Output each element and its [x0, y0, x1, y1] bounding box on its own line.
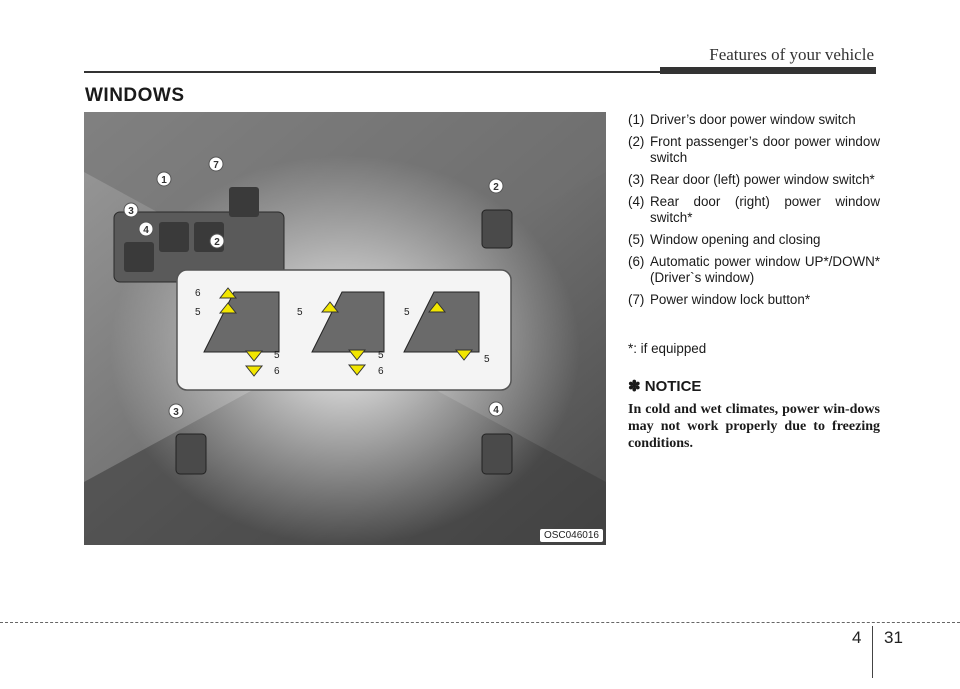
inset-label: 5: [404, 307, 410, 318]
inset-label: 5: [195, 307, 201, 318]
svg-text:3: 3: [173, 407, 179, 418]
inset-label: 5: [297, 307, 303, 318]
list-item: (2) Front passenger’s door power window …: [628, 134, 880, 165]
inset-label: 5: [274, 350, 280, 361]
svg-text:2: 2: [214, 237, 220, 248]
callout-badge: 4: [138, 221, 154, 237]
driver-switch-cluster: [113, 187, 285, 283]
notice-body: In cold and wet climates, power win-dows…: [628, 402, 880, 451]
callout-badge: 3: [168, 403, 184, 419]
inset-label: 6: [274, 366, 280, 377]
notice-title: ✽ NOTICE: [628, 377, 701, 395]
chapter-number: 4: [852, 628, 862, 647]
header-title: Features of your vehicle: [709, 45, 874, 64]
list-item: (3) Rear door (left) power window switch…: [628, 172, 875, 187]
header-rule-accent: [660, 67, 876, 74]
rear-right-switch: [481, 433, 513, 475]
footnote: *: if equipped: [628, 341, 707, 356]
callout-badge: 1: [156, 171, 172, 187]
page-number: 31: [884, 628, 903, 647]
page-divider: [872, 626, 873, 678]
callout-badge: 4: [488, 401, 504, 417]
inset-label: 5: [378, 350, 384, 361]
callout-badge: 7: [208, 156, 224, 172]
window-switch-figure: 1 2 3 4 7 2 3 4 6 5: [84, 112, 606, 545]
svg-text:2: 2: [493, 182, 499, 193]
footer-rule: [0, 622, 960, 623]
callout-badge: 2: [488, 178, 504, 194]
svg-text:1: 1: [161, 175, 167, 186]
svg-text:4: 4: [493, 405, 499, 416]
passenger-switch: [481, 209, 513, 249]
list-item: (6) Automatic power window UP*/DOWN* (Dr…: [628, 254, 880, 285]
switch-operation-inset: 6 5 5 6 5 5 6 5 5: [176, 269, 512, 391]
inset-label: 5: [484, 354, 490, 365]
inset-label: 6: [378, 366, 384, 377]
notice-icon: ✽: [628, 378, 641, 395]
list-item: (5) Window opening and closing: [628, 232, 821, 247]
header-rule: [84, 71, 660, 73]
callout-badge: 2: [209, 233, 225, 249]
notice-label: NOTICE: [644, 378, 702, 395]
section-title: WINDOWS: [85, 85, 185, 106]
inset-label: 6: [195, 288, 201, 299]
list-item: (7) Power window lock button*: [628, 292, 811, 307]
rear-left-switch: [175, 433, 207, 475]
figure-code: OSC046016: [539, 529, 603, 542]
switch-legend-list: (1) Driver’s door power window switch (2…: [628, 112, 880, 314]
door-panels-illustration: 1 2 3 4 7 2 3 4 6 5: [84, 112, 606, 545]
list-item: (1) Driver’s door power window switch: [628, 112, 856, 127]
svg-text:3: 3: [128, 206, 134, 217]
svg-text:7: 7: [213, 160, 219, 171]
list-item: (4) Rear door (right) power window switc…: [628, 194, 880, 225]
callout-badge: 3: [123, 202, 139, 218]
svg-text:4: 4: [143, 225, 149, 236]
